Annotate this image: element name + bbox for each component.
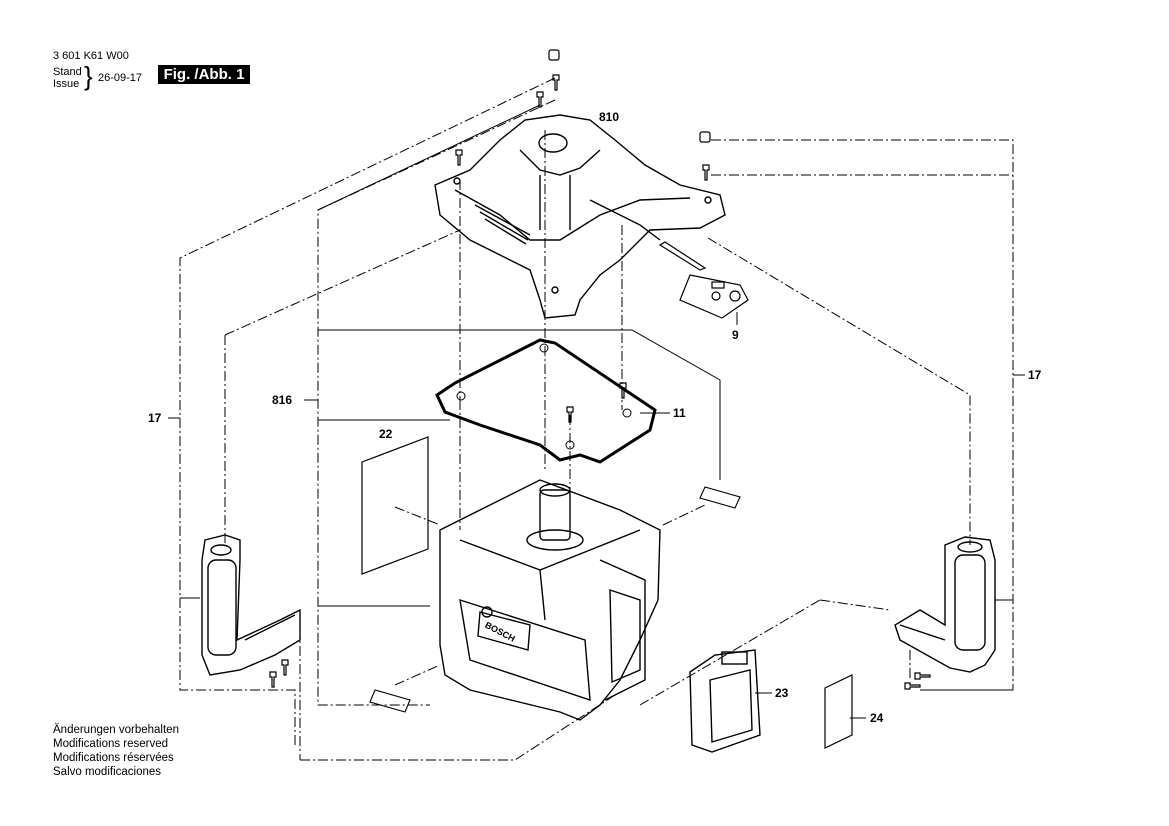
label-22	[361, 436, 429, 575]
gasket-11	[435, 338, 657, 464]
handle-left-17	[201, 534, 301, 676]
callout-17-left: 17	[148, 411, 162, 425]
assembly-guide-lines	[179, 77, 1014, 761]
callout-17-right: 17	[1028, 368, 1042, 382]
issue-date: 26-09-17	[98, 72, 143, 84]
note-de: Änderungen vorbehalten	[53, 724, 179, 736]
callout-9: 9	[732, 328, 739, 342]
figure-label: Fig. /Abb. 1	[158, 65, 250, 84]
callout-23: 23	[775, 686, 789, 700]
callout-24: 24	[870, 711, 884, 725]
battery-23	[689, 649, 761, 753]
part-number: 3 601 K61 W00	[53, 50, 129, 62]
cover-24	[824, 674, 853, 749]
top-cover-810	[434, 114, 726, 319]
callout-810: 810	[599, 110, 620, 124]
housing	[439, 479, 661, 721]
callout-22: 22	[379, 427, 393, 441]
issue-label: Issue	[53, 78, 80, 90]
leader-lines	[168, 104, 1025, 719]
callout-816: 816	[272, 393, 293, 407]
callout-11: 11	[673, 406, 686, 420]
note-es: Salvo modificaciones	[53, 766, 162, 778]
pad-left	[369, 689, 411, 713]
brace-icon: }	[84, 61, 93, 91]
stand-label: Stand	[53, 66, 82, 78]
screws	[269, 49, 931, 690]
note-fr: Modifications réservées	[53, 752, 174, 764]
note-en: Modifications reserved	[53, 738, 169, 750]
keypad-9	[658, 241, 749, 319]
handle-right-17	[894, 536, 996, 673]
pad-right	[699, 486, 741, 509]
